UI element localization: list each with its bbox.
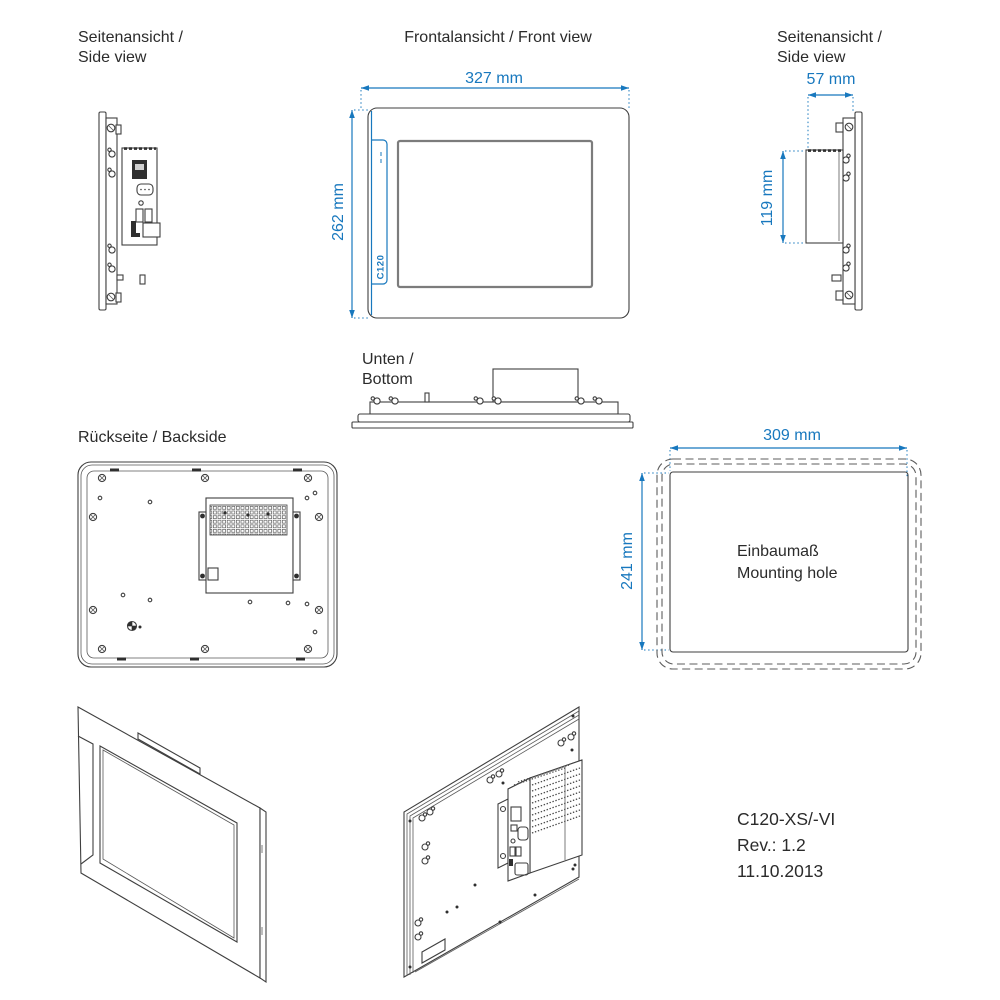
screen-3d-inner	[102, 749, 235, 939]
usb-port	[144, 208, 153, 223]
label-side-view-right: Seitenansicht / Side view	[777, 28, 882, 68]
side-left-panel	[98, 111, 124, 311]
dsub-connector	[517, 826, 529, 841]
mounting-cutout	[669, 471, 909, 653]
ground-symbol	[126, 620, 142, 632]
label-line: Side view	[777, 49, 846, 66]
back-panel-screws	[408, 714, 577, 969]
ethernet-port	[510, 806, 522, 822]
title-block-revision: Rev.: 1.2	[737, 835, 806, 855]
dim-front-width: 327 mm	[465, 70, 523, 87]
dim-side-depth: 57 mm	[806, 71, 856, 88]
dim-mounting-width: 309 mm	[763, 427, 821, 444]
keyhole-slot	[370, 396, 603, 405]
vent-grid	[209, 504, 288, 536]
power-connector	[131, 221, 140, 237]
usb-port	[509, 846, 516, 857]
keyhole-slot	[414, 731, 577, 941]
title-block-model: C120-XS/-VI	[737, 809, 836, 829]
label-backside-view: Rückseite / Backside	[78, 429, 227, 446]
label-line: Unten /	[362, 351, 414, 368]
keyhole-slot	[107, 147, 116, 273]
label-line: Seitenansicht /	[777, 29, 882, 46]
front-bezel	[367, 107, 630, 319]
bezel-step-contour	[77, 735, 94, 865]
side-right-panel	[831, 111, 863, 311]
label-plate	[421, 938, 446, 964]
front-width-dimension	[360, 85, 630, 109]
label-line: Side view	[78, 49, 147, 66]
mounting-height-dimension	[639, 472, 669, 651]
power-connector	[514, 862, 529, 876]
label-line: Einbaumaß	[737, 543, 819, 560]
backside-electronics-box	[198, 497, 301, 594]
front-view-drawing	[349, 85, 630, 319]
bottom-panel	[351, 392, 634, 429]
label-line: Mounting hole	[737, 565, 838, 582]
panel-outline-dashed-inner	[661, 463, 917, 665]
side-left-electronics-box	[121, 147, 161, 285]
mounting-rail	[198, 511, 207, 581]
box-connector-face	[507, 777, 531, 882]
display-screen	[396, 139, 594, 289]
front-blue-trim-strip	[370, 111, 388, 315]
label-side-view-left: Seitenansicht / Side view	[78, 28, 183, 68]
backside-holes	[97, 490, 318, 635]
bottom-view-drawing	[351, 368, 634, 429]
backside-housing	[77, 461, 338, 668]
mounting-rail	[292, 511, 301, 581]
backside-view-drawing	[77, 461, 338, 668]
front-height-dimension	[349, 109, 368, 319]
backside-screws	[88, 473, 324, 654]
box-bracket	[497, 798, 509, 869]
side-view-right-drawing	[780, 92, 863, 311]
label-front-view: Frontalansicht / Front view	[404, 29, 592, 46]
title-block-date: 11.10.2013	[737, 861, 824, 881]
usb-port	[135, 208, 144, 223]
perspective-back-drawing	[403, 706, 583, 978]
mounting-width-dimension	[669, 445, 908, 477]
top-bracket-edge	[137, 732, 201, 775]
label-line: Bottom	[362, 371, 413, 388]
side-box-height-dimension	[780, 150, 805, 244]
perspective-front-drawing	[77, 706, 267, 984]
panel-outline-dashed	[656, 458, 922, 670]
title-block: C120-XS/-VI Rev.: 1.2 11.10.2013	[737, 806, 835, 884]
label-line: Seitenansicht /	[78, 29, 183, 46]
mounting-hole-drawing	[639, 445, 922, 670]
panel-side-edge	[259, 806, 267, 984]
bottom-electronics-box	[492, 368, 579, 403]
side-view-left-drawing	[98, 111, 161, 311]
label-bottom-view: Unten / Bottom	[362, 350, 414, 390]
label-mounting-hole: Einbaumaß Mounting hole	[737, 541, 838, 585]
side-depth-dimension	[807, 92, 854, 149]
back-electronics-box-3d	[497, 759, 583, 882]
side-right-electronics-box	[805, 149, 844, 244]
screen-3d	[99, 745, 238, 943]
usb-port	[515, 846, 522, 857]
